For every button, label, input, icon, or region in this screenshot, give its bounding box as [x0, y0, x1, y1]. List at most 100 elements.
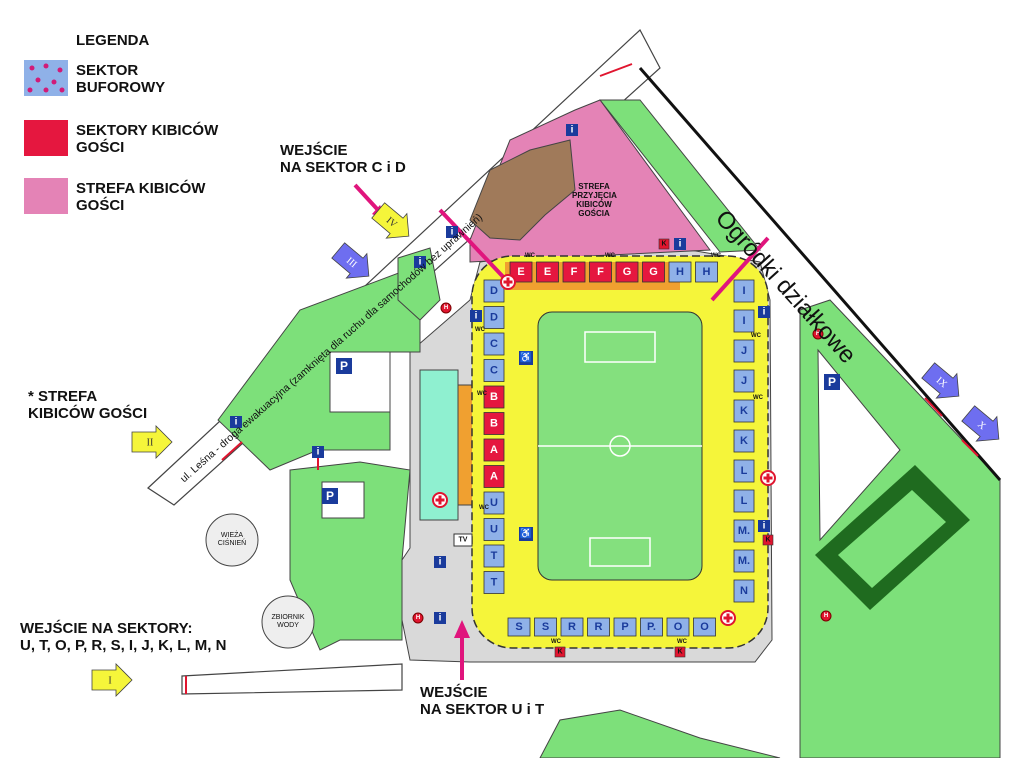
sector-label-north-0: E: [517, 266, 524, 278]
gate-arrow-II: II: [131, 425, 173, 459]
kiosk-icon-label-2: K: [557, 649, 562, 656]
sector-east-4: [733, 399, 755, 423]
sector-label-west-7: A: [490, 471, 498, 483]
arrow-icon: [131, 425, 173, 459]
reception-zone-label: STREFA PRZYJĘCIA KIBICÓW GOŚCIA: [572, 182, 617, 218]
kiosk-icon-label-0: K: [661, 241, 666, 248]
info-icon-label-4: i: [475, 311, 478, 322]
parking-icon-label-2: P: [828, 375, 836, 389]
sector-north-F-3: [589, 261, 612, 283]
first-aid-cross-h-2: [763, 476, 773, 480]
sector-south-1: [534, 617, 557, 637]
red-fence-3: [924, 397, 943, 417]
wc-label-0: WC: [525, 253, 536, 259]
wc-label-1: WC: [605, 253, 616, 259]
arrow-icon: [331, 242, 370, 279]
sector-label-north-6: H: [676, 266, 684, 278]
sector-label-west-6: A: [490, 444, 498, 456]
water-tank-icon: [261, 595, 315, 649]
info-icon-label-1: i: [451, 227, 454, 238]
info-icon-label-8: i: [439, 613, 442, 624]
hydrant-icon-3: [820, 610, 832, 622]
entrance-line-northeast: [710, 236, 770, 302]
info-icon-2: [414, 256, 426, 268]
water-tower-icon: [205, 513, 259, 567]
wc-label-8: WC: [677, 639, 688, 645]
wc-label-9: WC: [479, 505, 490, 511]
info-icon-label-6: i: [763, 521, 766, 532]
legend-swatch-buffer: [24, 60, 68, 96]
sector-label-west-0: D: [490, 285, 498, 297]
sector-south-0: [507, 617, 531, 637]
sector-east-7: [733, 489, 755, 513]
legend-title: LEGENDA: [76, 32, 150, 49]
entrance-label-sectors: WEJŚCIE NA SEKTORY: U, T, O, P, R, S, I,…: [20, 620, 227, 654]
sector-label-north-5: G: [649, 266, 658, 278]
sector-north-E-0: [509, 261, 533, 283]
away-zone-label: * STREFA KIBICÓW GOŚCI: [28, 388, 148, 422]
sector-west-C-2: [483, 332, 505, 356]
sector-north-F-2: [562, 261, 586, 283]
legend-label-away-sectors: SEKTORY KIBICÓW GOŚCI: [76, 122, 219, 156]
sector-label-north-3: F: [597, 266, 604, 278]
sector-east-0: [733, 279, 755, 303]
kiosk-icon-label-1: K: [765, 537, 770, 544]
sector-label-west-10: T: [491, 550, 498, 562]
parking-icon-2: [824, 374, 840, 390]
wheelchair-icon-0: [519, 351, 533, 365]
pitch-center-circle: [609, 435, 631, 457]
info-icon-label-7: i: [439, 557, 442, 568]
entrance-label-ut: WEJŚCIE NA SEKTOR U i T: [420, 684, 545, 718]
info-icon-0: [566, 124, 578, 136]
sector-west-T-10: [483, 544, 505, 568]
red-fence-2: [599, 63, 633, 77]
sector-south-5: [640, 617, 663, 637]
sector-west-D-0: [483, 279, 505, 303]
sector-north-H-7: [695, 261, 718, 283]
info-icon-5: [758, 306, 770, 318]
sector-label-south-7: O: [700, 621, 709, 633]
sector-label-west-2: C: [490, 338, 498, 350]
wheelchair-icon-glyph-0: ♿: [520, 351, 532, 364]
sector-label-east-2: J: [741, 345, 747, 357]
sector-label-east-8: M.: [738, 525, 750, 537]
sector-south-2: [560, 617, 584, 637]
sector-label-east-0: I: [742, 285, 745, 297]
sector-north-H-6: [668, 261, 692, 283]
green-area-northeast: [598, 99, 762, 253]
info-icon-label-5: i: [763, 307, 766, 318]
gate-arrow-X: X: [961, 405, 1000, 442]
sector-north-G-5: [642, 261, 665, 283]
sector-label-north-1: E: [544, 266, 551, 278]
parking-icon-1: [322, 488, 338, 504]
wc-label-6: WC: [753, 395, 764, 401]
sector-east-8: [733, 519, 755, 543]
sector-south-3: [587, 617, 610, 637]
info-icon-6: [758, 520, 770, 532]
sector-label-west-5: B: [490, 418, 498, 430]
wc-label-5: WC: [751, 333, 762, 339]
info-icon-4: [470, 310, 482, 322]
info-icon-label-10: i: [235, 417, 238, 428]
parking-area-1: [329, 351, 391, 413]
first-aid-cross-h-0: [503, 280, 513, 284]
legend-label-buffer: SEKTOR BUFOROWY: [76, 62, 166, 96]
sector-label-south-5: P.: [647, 621, 656, 633]
info-icon-label-0: i: [571, 125, 574, 136]
sector-label-north-4: G: [623, 266, 632, 278]
red-fence-1: [221, 441, 243, 461]
road-south: [181, 663, 403, 695]
gate-arrow-IX: IX: [921, 362, 960, 399]
kiosk-icon-label-3: K: [677, 649, 682, 656]
sector-label-south-6: O: [674, 621, 683, 633]
sector-label-south-1: S: [542, 621, 549, 633]
entrance-arrow-ut: [454, 620, 470, 680]
legend-swatch-away-sectors: [24, 120, 68, 156]
gate-arrow-III: III: [331, 242, 370, 279]
sector-label-east-5: K: [740, 435, 748, 447]
info-icon-label-2: i: [419, 257, 422, 268]
arrow-icon: [921, 362, 960, 399]
parking-icon-label-1: P: [326, 489, 334, 503]
arrow-icon: [961, 405, 1000, 442]
